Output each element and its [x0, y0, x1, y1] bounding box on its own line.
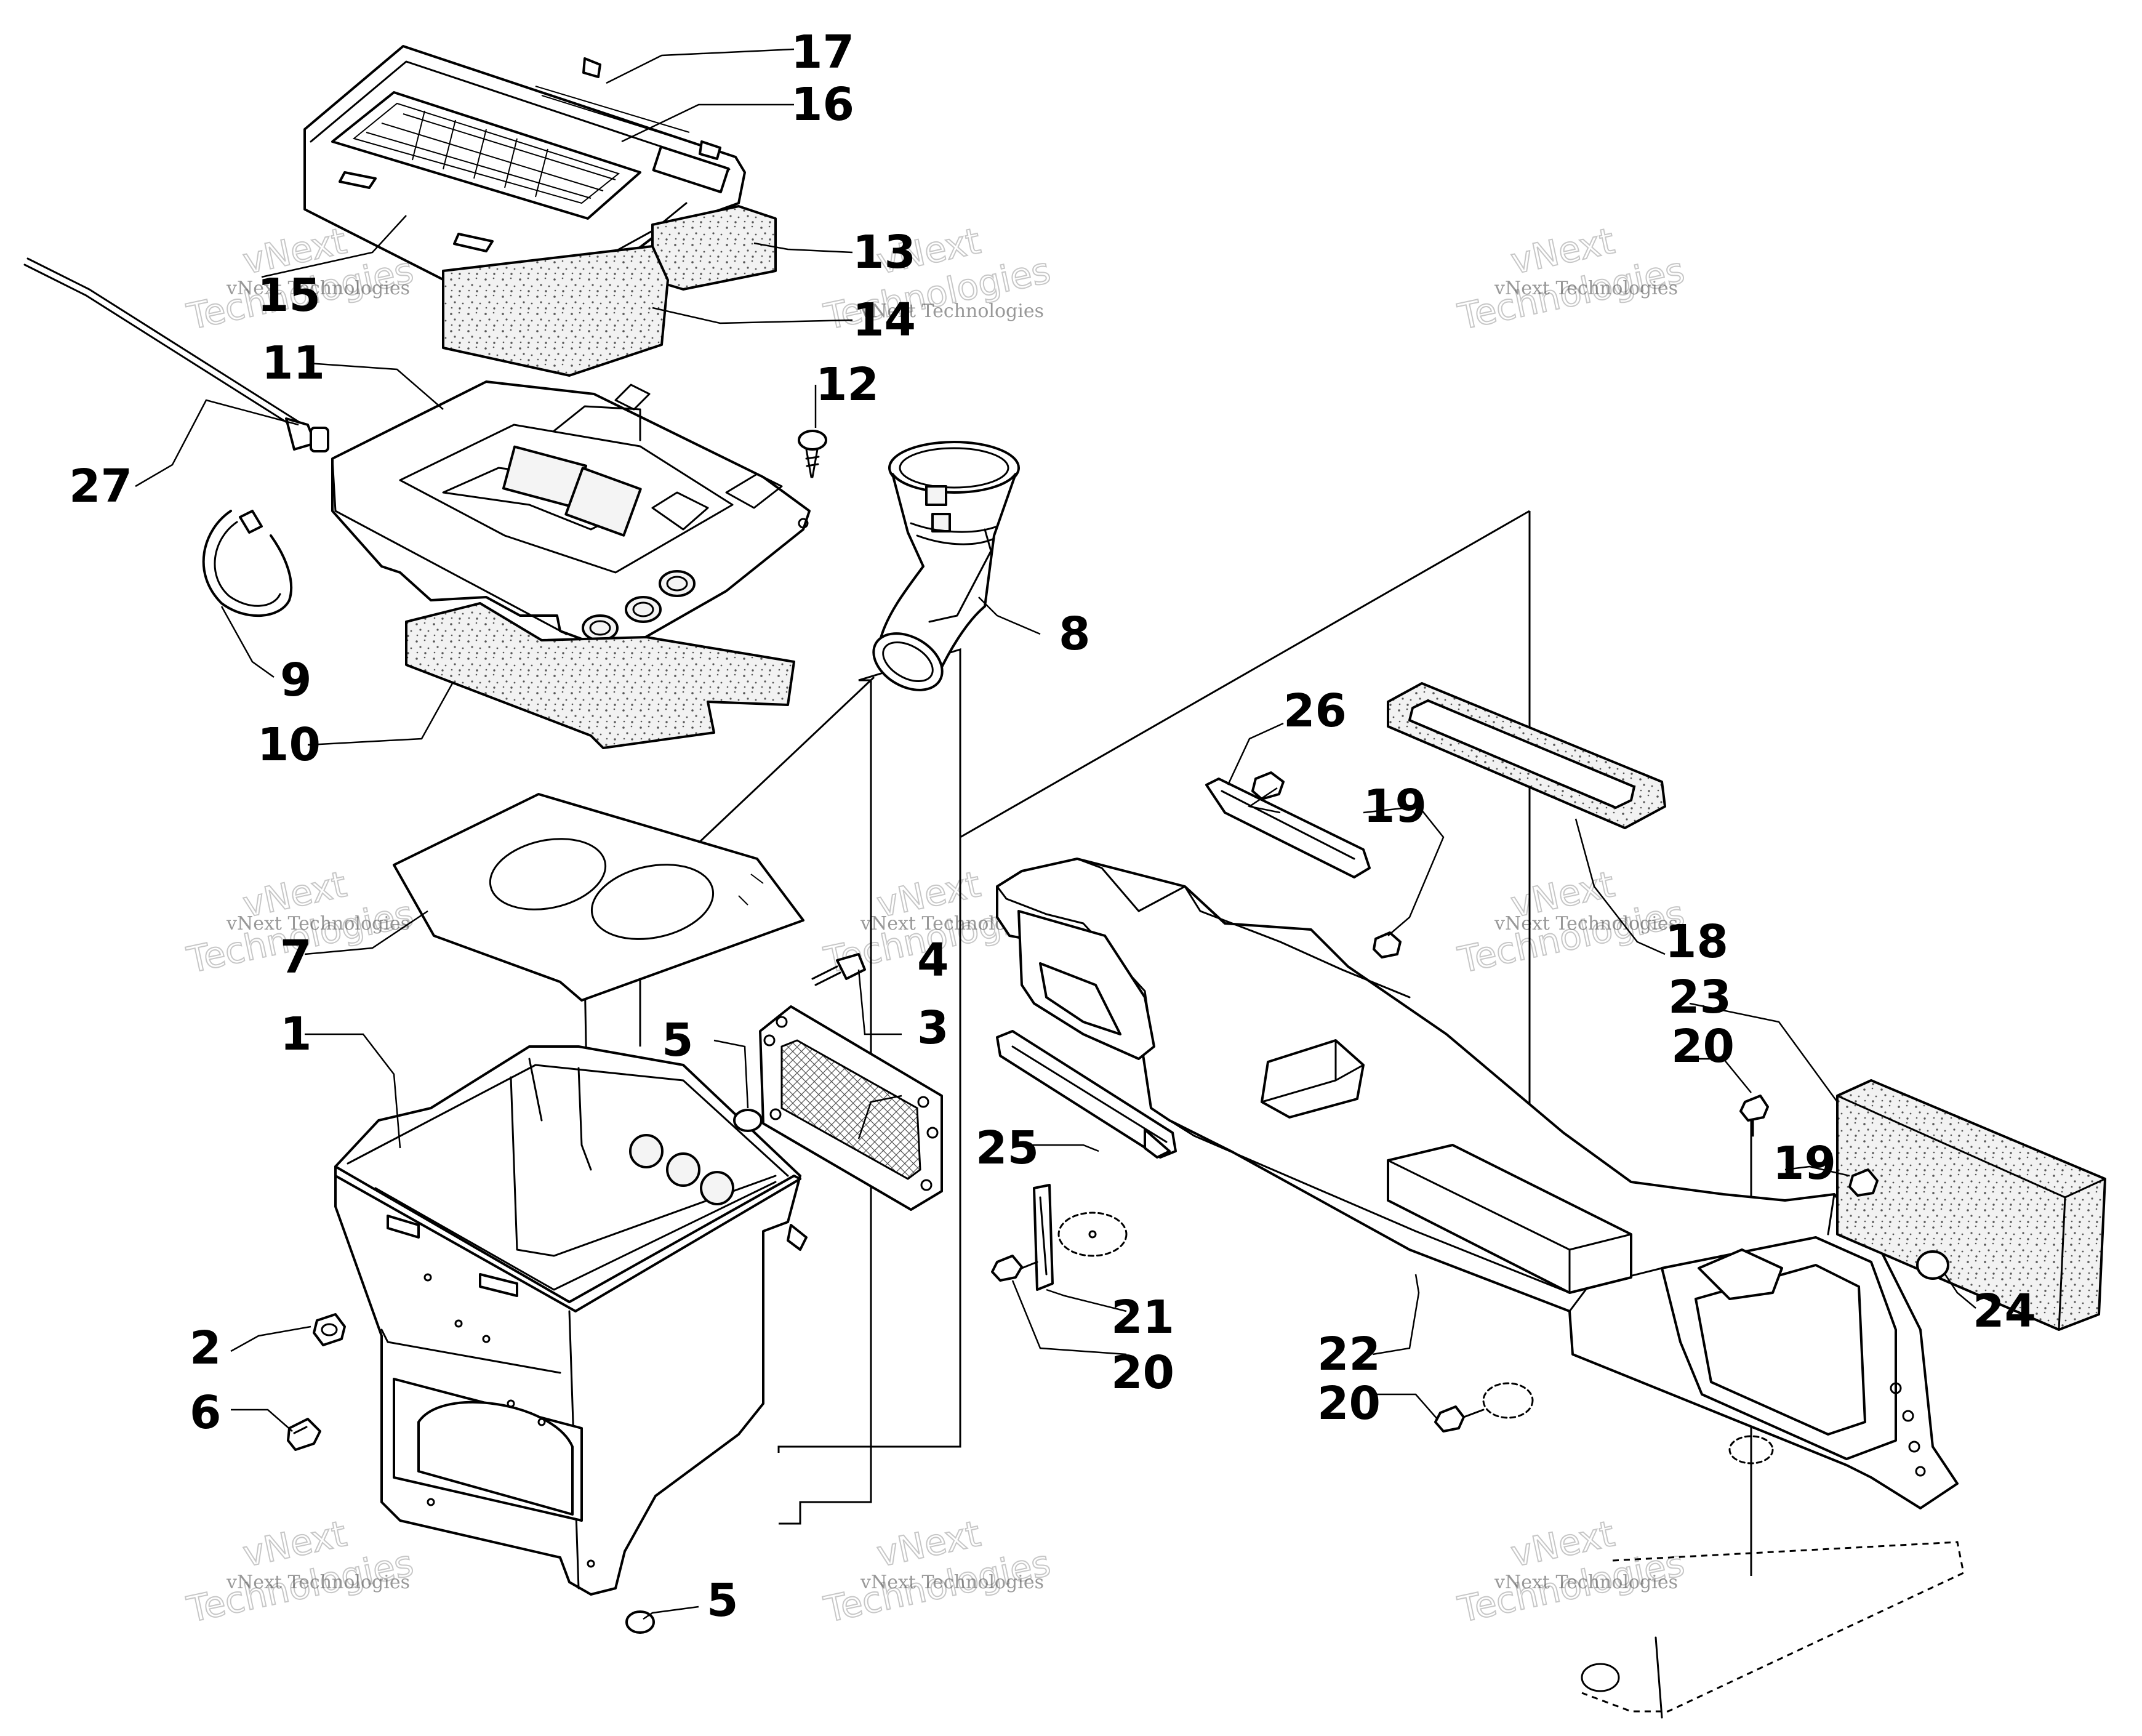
lower-tube	[1581, 1541, 1965, 1719]
callout-1: 1	[280, 1008, 312, 1061]
watermark: vNext Technologies vNext Technologies	[183, 1512, 418, 1631]
foam-block-23	[1836, 1079, 2106, 1331]
mesh-screen	[759, 953, 943, 1211]
callout-11: 11	[262, 337, 325, 390]
plug-24	[1848, 1168, 1949, 1280]
callout-25: 25	[976, 1122, 1039, 1175]
bolt-20-mid	[1434, 1405, 1465, 1433]
callout-18: 18	[1665, 915, 1728, 968]
svg-text:vNext Technologies: vNext Technologies	[1494, 278, 1678, 299]
callout-24: 24	[1973, 1285, 2036, 1338]
svg-text:vNext Technologies: vNext Technologies	[1494, 1572, 1678, 1593]
svg-text:vNext Technologies: vNext Technologies	[226, 278, 410, 299]
callout-5-lower: 5	[707, 1574, 739, 1627]
callout-22: 22	[1317, 1328, 1381, 1381]
callout-8: 8	[1059, 608, 1091, 661]
spring-clip-21	[1033, 1184, 1128, 1291]
bolt-20-right	[1739, 1095, 1769, 1122]
callout-19: 19	[1363, 780, 1427, 833]
svg-text:vNext Technologies: vNext Technologies	[860, 1572, 1044, 1593]
callout-2: 2	[190, 1322, 222, 1375]
base-foam-pad	[405, 602, 795, 749]
callout-4: 4	[917, 934, 949, 987]
callout-12: 12	[816, 358, 879, 411]
flap-plate-26	[1205, 771, 1402, 958]
grommet-2	[313, 1313, 346, 1346]
gasket-plate	[393, 793, 804, 1002]
watermark: vNext Technologies vNext Technologies	[1454, 219, 1689, 339]
callout-26: 26	[1283, 685, 1347, 737]
callout-9: 9	[280, 654, 312, 707]
callout-3: 3	[917, 1002, 949, 1055]
leader-lines	[135, 48, 1976, 1620]
drain-tube	[23, 257, 329, 452]
svg-text:vNext Technologies: vNext Technologies	[226, 913, 410, 934]
watermark: vNext Technologies vNext Technologies	[820, 1512, 1055, 1631]
bolt-4	[836, 953, 866, 980]
callout-17: 17	[791, 26, 854, 79]
bolts-20	[991, 1095, 1774, 1465]
watermark: vNext Technologies vNext Technologies	[1454, 1512, 1689, 1631]
watermark: vNext Technologies vNext Technologies	[1454, 862, 1689, 982]
callout-16: 16	[791, 78, 854, 131]
callout-5-upper: 5	[662, 1014, 694, 1067]
svg-text:vNext Technologies: vNext Technologies	[226, 1572, 410, 1593]
callout-13: 13	[852, 226, 916, 279]
plug-5-upper	[733, 1109, 763, 1132]
svg-text:vNext Technologies: vNext Technologies	[1494, 913, 1678, 934]
callout-7: 7	[280, 931, 312, 984]
nut-19-upper	[1251, 771, 1285, 800]
clip-6	[287, 1418, 321, 1451]
airbox-base-tray	[331, 380, 811, 654]
callout-19-right: 19	[1773, 1137, 1836, 1190]
screw-12	[798, 430, 827, 478]
callout-20-lower: 20	[1317, 1377, 1381, 1430]
callout-10: 10	[257, 718, 321, 771]
intake-elbow-boot	[872, 441, 1020, 691]
callout-numbers: 17 16 13 15 14 11 12 27 8 9 26 10 19 7 4…	[69, 26, 2036, 1627]
hose-clamp	[202, 510, 293, 617]
bracket-25	[996, 1030, 1177, 1159]
nut-19-mid	[1373, 931, 1402, 958]
duct-boss	[1698, 1248, 1783, 1300]
foam-pad-14	[442, 245, 669, 377]
rectangular-gasket	[1387, 682, 1666, 829]
lid-foam-pads	[442, 205, 777, 377]
callout-27: 27	[69, 460, 132, 513]
main-airbox	[334, 1045, 808, 1596]
intake-duct	[996, 858, 1959, 1509]
small-hardware	[287, 1109, 763, 1634]
nut-19-right	[1848, 1168, 1879, 1197]
callout-23: 23	[1668, 971, 1731, 1024]
callout-14: 14	[852, 294, 916, 347]
callout-20-mid: 20	[1111, 1346, 1174, 1399]
bolt-20-left	[991, 1255, 1023, 1282]
callout-21: 21	[1111, 1291, 1174, 1344]
callout-15: 15	[257, 269, 321, 322]
callout-6: 6	[190, 1386, 222, 1439]
svg-text:vNext Technologies: vNext Technologies	[860, 300, 1044, 322]
callout-20-right: 20	[1671, 1020, 1735, 1073]
